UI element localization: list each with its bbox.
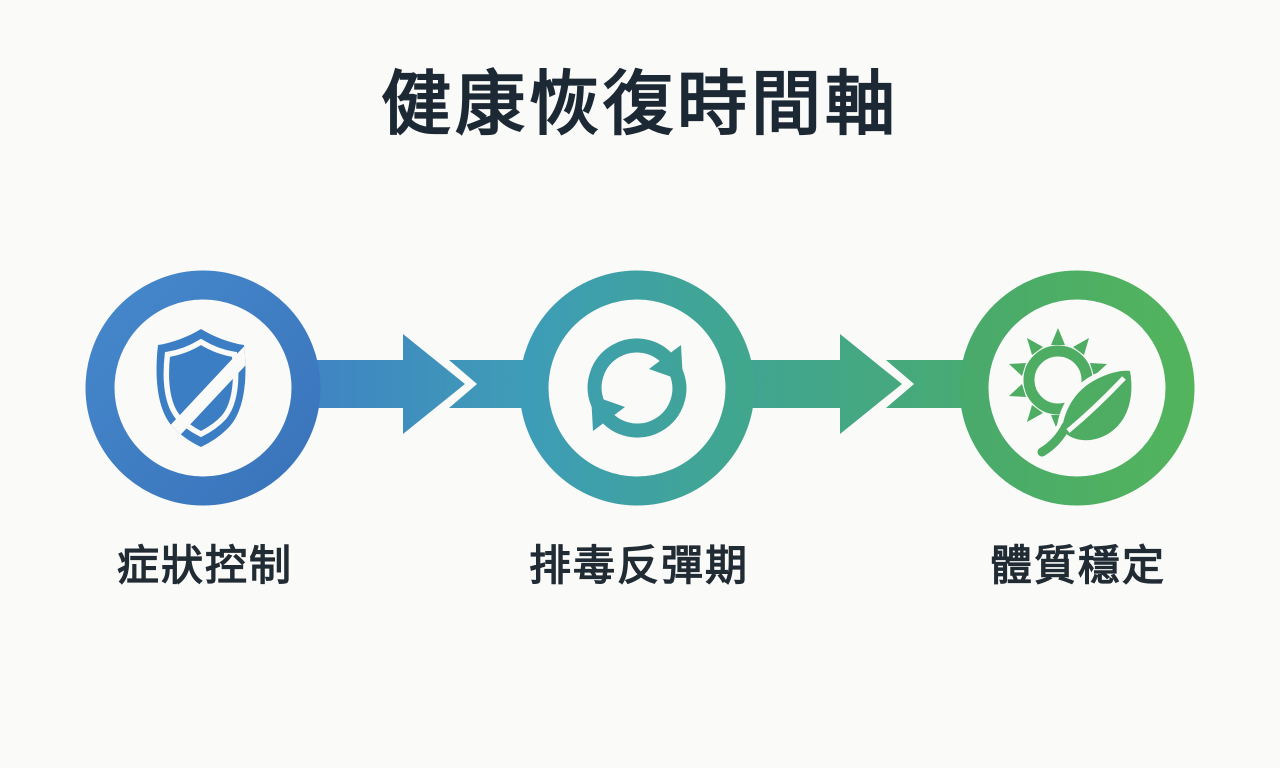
step-2-ring bbox=[519, 270, 755, 506]
arrow-1-chevron-bar bbox=[449, 360, 530, 408]
arrow-2-bar bbox=[738, 360, 840, 408]
leaf-vein bbox=[1066, 376, 1126, 433]
arrow-2-head bbox=[840, 334, 902, 434]
page-title: 健康恢復時間軸 bbox=[381, 65, 899, 143]
step-2-label: 排毒反彈期 bbox=[528, 542, 750, 589]
step-2-node bbox=[519, 270, 755, 506]
connector-arrow-2 bbox=[738, 334, 968, 434]
step-3-node bbox=[959, 270, 1195, 506]
refresh-cycle-icon bbox=[587, 338, 687, 438]
arrow-1-head bbox=[403, 334, 465, 434]
step-1-node bbox=[85, 270, 321, 506]
step-1-label: 症狀控制 bbox=[116, 542, 294, 589]
arrow-2-chevron-bar bbox=[886, 360, 968, 408]
sun-leaf-icon bbox=[1009, 328, 1137, 460]
sun-rays bbox=[1009, 328, 1107, 432]
connector-arrow-1 bbox=[303, 334, 530, 434]
step-3-label: 體質穩定 bbox=[989, 542, 1167, 589]
